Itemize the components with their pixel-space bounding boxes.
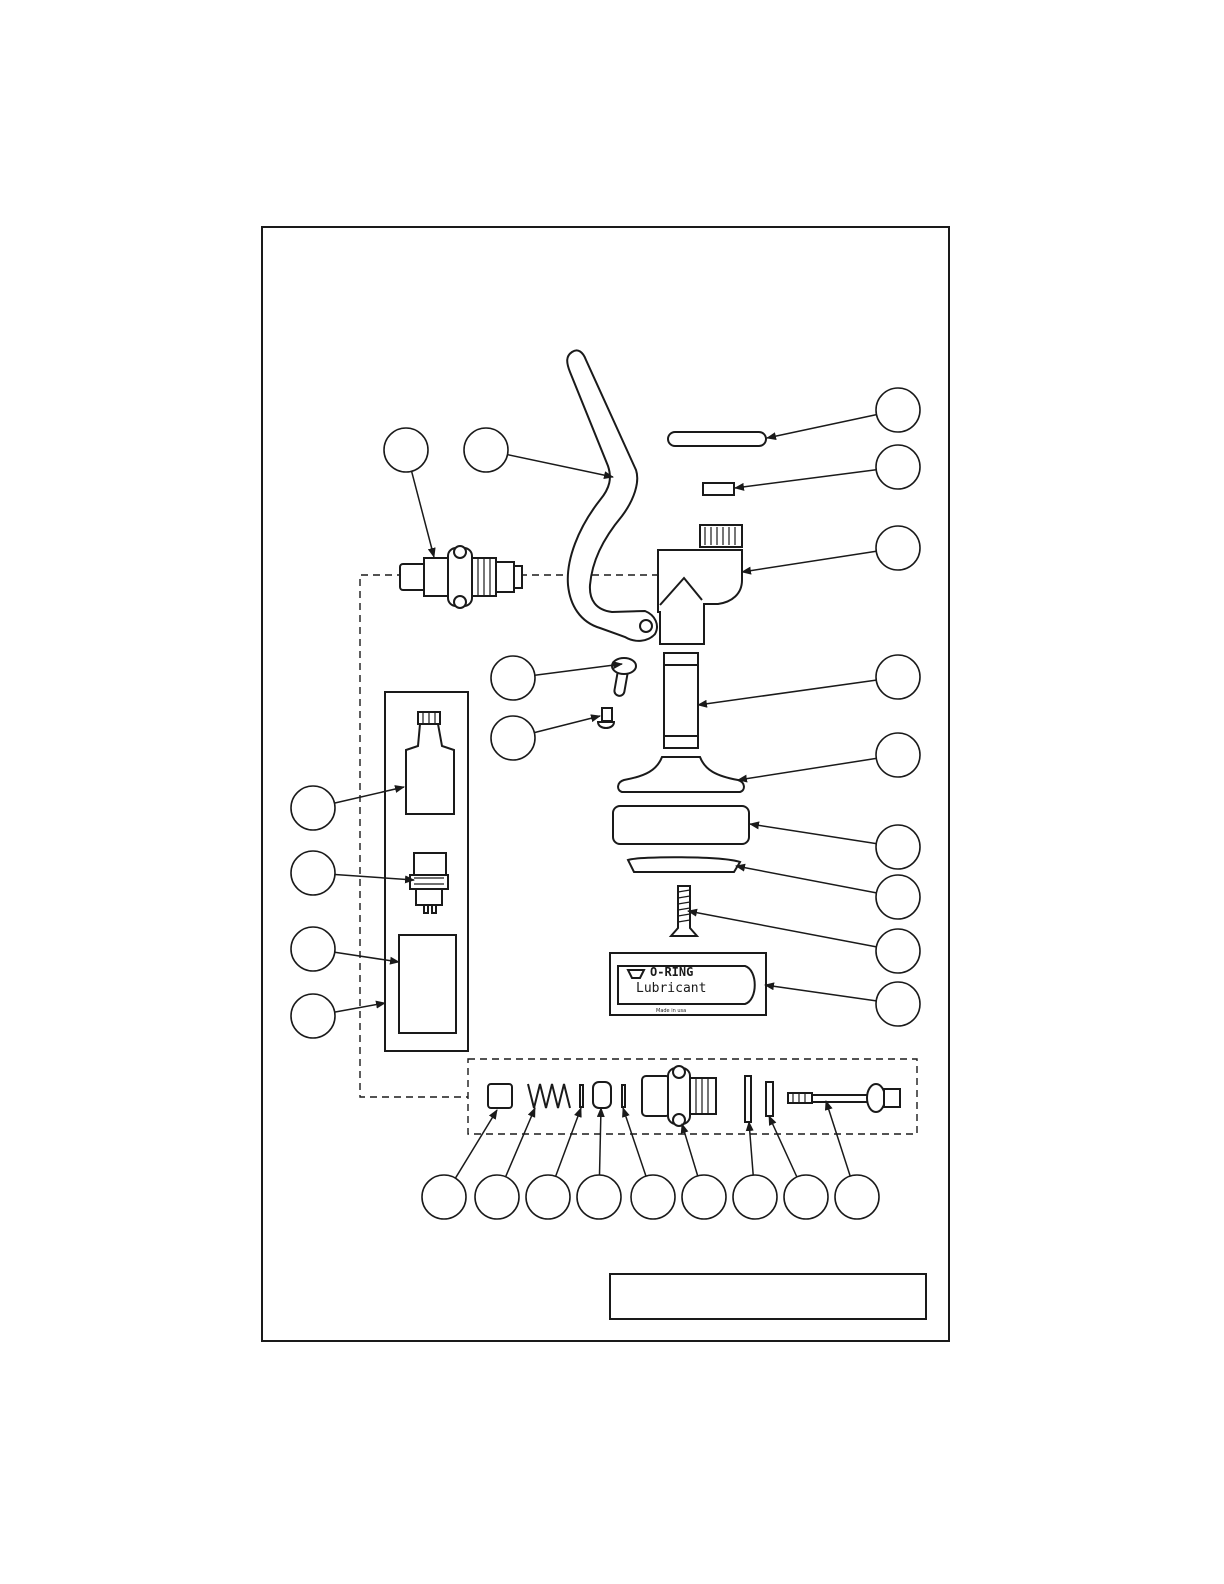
callout-bubble-8: [876, 929, 920, 973]
riser-nipple: [664, 653, 698, 748]
callout-leader-16: [335, 952, 399, 962]
seat-washer: [593, 1082, 611, 1108]
lubricant-origin: Made in usa: [656, 1008, 686, 1014]
callout-bubble-12: [491, 656, 535, 700]
callout-bubble-18: [422, 1175, 466, 1219]
callout-leader-12: [535, 664, 622, 675]
callout-leader-5: [738, 758, 876, 780]
lubricant-product: Lubricant: [636, 981, 706, 996]
callout-leader-10: [412, 471, 434, 557]
brand-logo-icon: [628, 970, 644, 978]
callout-leader-3: [742, 551, 876, 572]
callout-leader-19: [506, 1108, 535, 1177]
callout-bubble-24: [733, 1175, 777, 1219]
callout-bubble-25: [784, 1175, 828, 1219]
callout-leader-4: [698, 680, 876, 705]
thin-washer-a: [580, 1085, 583, 1107]
callout-leader-25: [769, 1116, 797, 1177]
valve-cartridge-top: [400, 546, 522, 608]
callout-leader-23: [682, 1124, 698, 1176]
callout-leader-7: [736, 866, 876, 893]
handle-grip-pin: [668, 432, 766, 446]
spray-cap: [628, 857, 740, 872]
callout-leader-8: [688, 911, 876, 947]
cartridge-parts-row: [488, 1066, 900, 1126]
callout-bubble-22: [631, 1175, 675, 1219]
callout-leader-1: [767, 415, 877, 438]
callout-leader-2: [735, 470, 876, 488]
lever-handle: [567, 350, 657, 640]
spray-face: [618, 757, 744, 792]
lubricant-brand: O-RING: [650, 965, 693, 979]
callout-bubble-7: [876, 875, 920, 919]
lubricant-packet: O-RING Lubricant Made in usa: [610, 953, 766, 1015]
diagram-border: [262, 227, 949, 1341]
callout-leader-11: [508, 455, 614, 477]
callout-bubble-19: [475, 1175, 519, 1219]
callout-bubble-5: [876, 733, 920, 777]
long-screw: [671, 886, 697, 936]
check-valve-insert: [410, 853, 448, 913]
callout-bubble-2: [876, 445, 920, 489]
gasket-a: [745, 1076, 751, 1122]
callout-bubble-1: [876, 388, 920, 432]
callout-leader-18: [455, 1110, 497, 1178]
cartridge-body: [642, 1066, 716, 1126]
spray-body: [613, 806, 749, 844]
callout-leader-14: [334, 787, 404, 803]
callout-bubble-13: [491, 716, 535, 760]
valve-body: [658, 525, 742, 644]
callout-bubble-14: [291, 786, 335, 830]
callout-bubble-6: [876, 825, 920, 869]
instruction-card: [399, 935, 456, 1033]
small-screw: [598, 708, 614, 728]
adapter-fitting: [406, 712, 454, 814]
callout-bubble-9: [876, 982, 920, 1026]
callout-bubble-17: [291, 994, 335, 1038]
title-block: [610, 1274, 926, 1319]
callout-bubble-3: [876, 526, 920, 570]
stop-cap: [488, 1084, 512, 1108]
callout-bubble-21: [577, 1175, 621, 1219]
callout-leader-15: [335, 875, 414, 881]
stem-screw: [788, 1084, 900, 1112]
callout-bubble-4: [876, 655, 920, 699]
lever-pivot-hole: [640, 620, 652, 632]
spring: [528, 1084, 570, 1108]
rivet-pin: [612, 658, 636, 697]
callout-leader-24: [749, 1122, 753, 1175]
gasket-b: [766, 1082, 773, 1116]
thin-washer-b: [622, 1085, 625, 1107]
callout-leader-21: [600, 1108, 602, 1175]
callout-bubble-10: [384, 428, 428, 472]
callout-leader-13: [534, 716, 600, 733]
callout-bubble-26: [835, 1175, 879, 1219]
callout-bubble-20: [526, 1175, 570, 1219]
callout-leader-6: [750, 824, 876, 844]
callout-bubble-15: [291, 851, 335, 895]
callout-leader-22: [623, 1108, 646, 1176]
callout-bubble-23: [682, 1175, 726, 1219]
callout-leader-9: [765, 985, 876, 1001]
callout-leader-26: [826, 1101, 850, 1176]
callout-bubble-16: [291, 927, 335, 971]
callout-bubble-11: [464, 428, 508, 472]
callout-leader-20: [556, 1108, 581, 1176]
spacer-sleeve: [703, 483, 734, 495]
